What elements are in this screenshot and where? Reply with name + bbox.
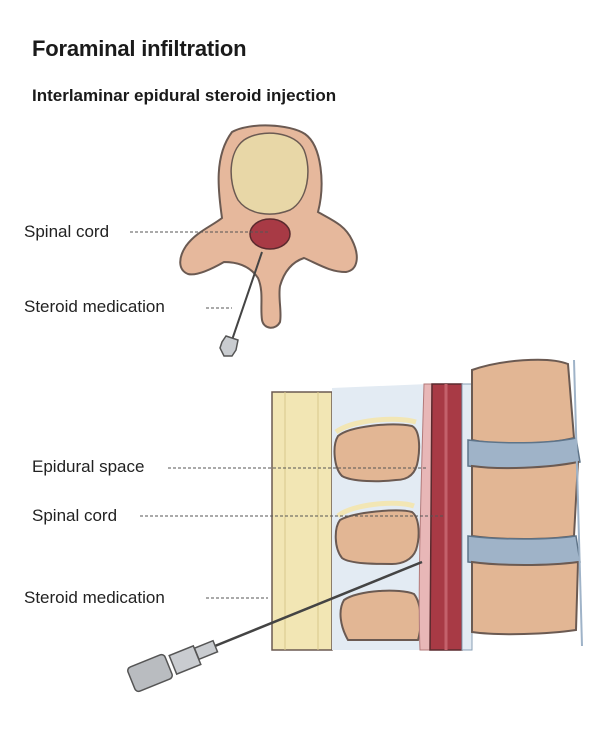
lamina-1 (333, 423, 421, 483)
vertebral-body-3 (471, 560, 580, 636)
label-spinal-cord-side: Spinal cord (32, 506, 118, 525)
anterior-ligament (461, 383, 473, 651)
sagittal-spine (127, 358, 583, 693)
label-steroid-medication-top: Steroid medication (24, 297, 165, 316)
axial-vertebra (179, 124, 358, 357)
disc-2 (467, 535, 581, 566)
lamina-1-rim (334, 416, 417, 435)
label-spinal-cord-top: Spinal cord (24, 222, 110, 241)
spinal-cord-axial (249, 218, 291, 250)
lamina-2-rim (336, 500, 415, 519)
needle-hub-sagittal (127, 639, 219, 693)
vertebral-body-2 (471, 460, 580, 540)
spine-anterior-edge (573, 359, 583, 647)
needle-axial (231, 251, 263, 341)
needle-hub-axial (219, 335, 239, 357)
diagram-title: Foraminal infiltration (32, 36, 247, 61)
needle-sagittal (209, 560, 423, 650)
diagram-subtitle: Interlaminar epidural steroid injection (32, 86, 337, 105)
vertebral-body (230, 132, 309, 215)
label-epidural-space: Epidural space (32, 457, 145, 476)
lamina-3 (339, 589, 422, 641)
lamina-2 (334, 509, 420, 566)
vertebral-body-1 (471, 358, 576, 445)
label-steroid-medication-side: Steroid medication (24, 588, 165, 607)
